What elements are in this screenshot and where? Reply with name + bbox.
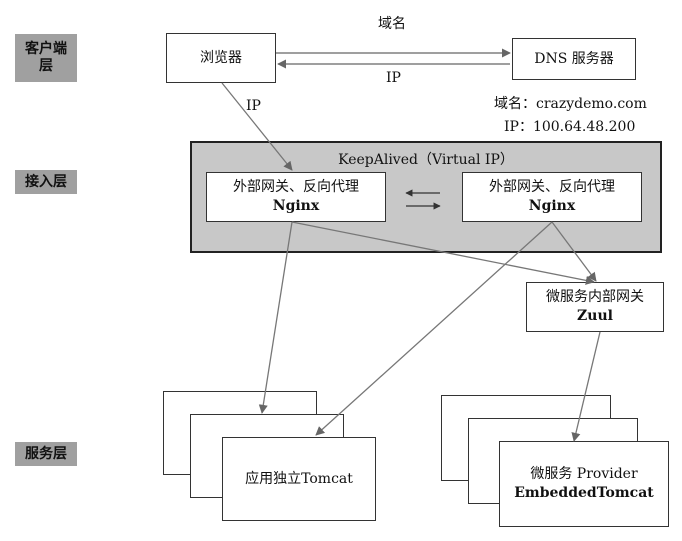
layer-label-access: 接入层 — [15, 170, 77, 194]
keepalived-title: KeepAlived（Virtual IP） — [338, 152, 514, 168]
dns-domain-info: 域名：crazydemo.com — [494, 96, 647, 112]
browser-label: 浏览器 — [200, 49, 242, 66]
ip-return-label: IP — [386, 70, 401, 86]
dns-server-label: DNS 服务器 — [534, 50, 614, 67]
zuul-role: 微服务内部网关 — [546, 289, 644, 305]
layer-label-access-text: 接入层 — [25, 173, 67, 190]
nginx-left-role: 外部网关、反向代理 — [233, 179, 359, 195]
provider-name: EmbeddedTomcat — [514, 485, 654, 501]
nginx-left-name: Nginx — [272, 198, 320, 214]
layer-label-service: 服务层 — [15, 442, 77, 466]
layer-label-client: 客户端层 — [15, 34, 77, 82]
layer-label-service-text: 服务层 — [25, 445, 67, 462]
domain-link-label: 域名 — [378, 16, 406, 32]
zuul-name: Zuul — [577, 308, 613, 324]
browser-ip-label: IP — [246, 98, 261, 114]
nginx-right-name: Nginx — [528, 198, 576, 214]
tomcat-label: 应用独立Tomcat — [245, 470, 353, 487]
tomcat-box: 应用独立Tomcat — [222, 437, 376, 521]
zuul-box: 微服务内部网关 Zuul — [526, 282, 664, 332]
browser-box: 浏览器 — [166, 33, 276, 83]
dns-ip-info: IP：100.64.48.200 — [504, 119, 636, 135]
provider-role: 微服务 Provider — [530, 466, 638, 482]
layer-label-client-text: 客户端层 — [25, 41, 67, 74]
nginx-right-box: 外部网关、反向代理 Nginx — [462, 172, 642, 222]
nginx-left-box: 外部网关、反向代理 Nginx — [206, 172, 386, 222]
nginx-right-role: 外部网关、反向代理 — [489, 179, 615, 195]
dns-server-box: DNS 服务器 — [512, 38, 636, 80]
provider-box: 微服务 Provider EmbeddedTomcat — [499, 441, 669, 527]
